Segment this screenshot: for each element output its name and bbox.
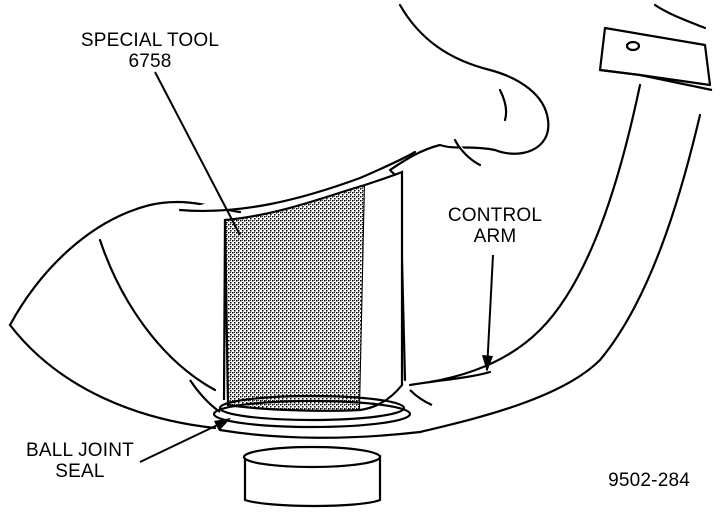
ball-joint-seal [189, 379, 433, 429]
leader-lines [139, 71, 494, 463]
upper-bracket [598, 26, 713, 92]
special-tool-label: SPECIAL TOOL 6758 [70, 30, 230, 72]
figure-number: 9502-284 [608, 470, 690, 491]
ball-joint-label-line2: SEAL [55, 461, 105, 482]
ball-joint-seal-label: BALL JOINT SEAL [10, 440, 150, 482]
special-tool [222, 170, 404, 412]
special-tool-label-line2: 6758 [128, 51, 172, 72]
ball-joint-label-line1: BALL JOINT [26, 440, 134, 461]
control-arm-label: CONTROL ARM [430, 205, 560, 247]
leader-arrowheads [214, 355, 493, 431]
control-arm-label-line1: CONTROL [447, 205, 543, 226]
control-arm-label-line2: ARM [473, 226, 517, 247]
ball-joint-stud [242, 445, 382, 508]
special-tool-leader [154, 71, 241, 236]
ball-joint-leader [139, 419, 229, 463]
special-tool-label-line1: SPECIAL TOOL [80, 30, 220, 51]
control-arm-leader [486, 254, 494, 371]
hand [178, 3, 707, 382]
